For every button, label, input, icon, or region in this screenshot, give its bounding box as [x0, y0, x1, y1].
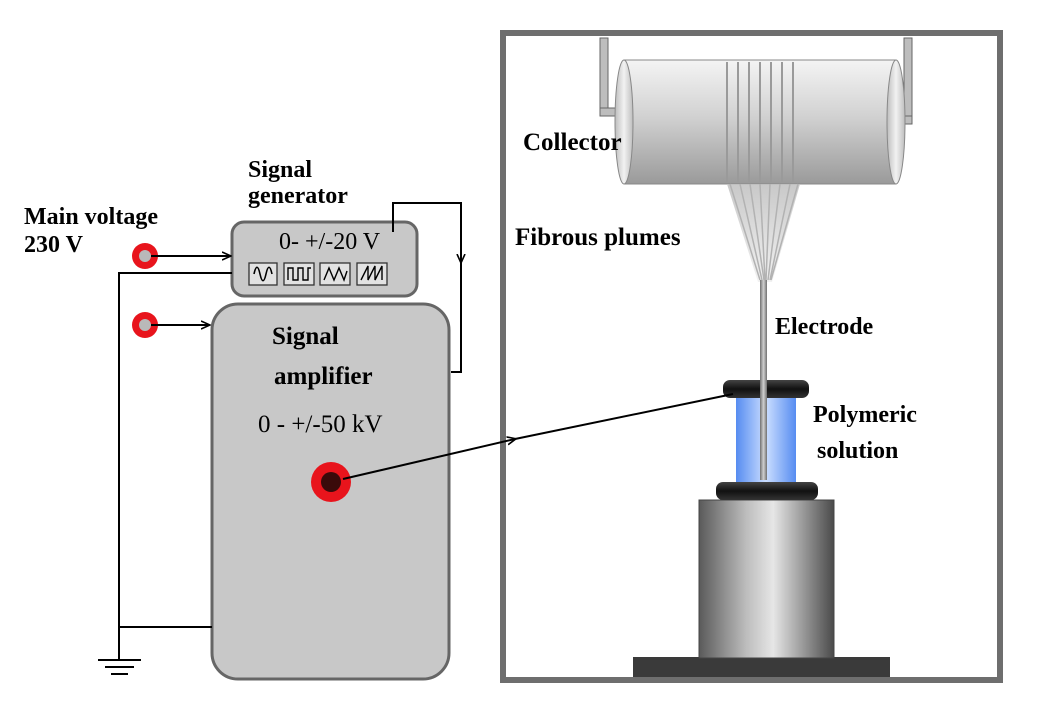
- ground-wire: [118, 272, 232, 628]
- high-voltage-output-terminal: [311, 462, 351, 502]
- triangle-wave-button[interactable]: [319, 262, 351, 286]
- high-voltage-wire: [342, 439, 515, 480]
- fibrous-plumes-label: Fibrous plumes: [515, 224, 681, 251]
- collector-drum: [614, 59, 906, 185]
- wiring: [98, 202, 734, 675]
- triangle-wave-icon: [323, 266, 348, 282]
- square-wave-button[interactable]: [283, 262, 315, 286]
- waveform-selector[interactable]: [248, 262, 388, 286]
- polymeric-solution-label-line1: Polymeric: [813, 402, 917, 428]
- electrode-label: Electrode: [775, 314, 874, 340]
- signal-generator-title-line1: Signal: [248, 157, 313, 183]
- electrode-rod: [760, 280, 767, 480]
- collector-label: Collector: [523, 129, 622, 156]
- high-voltage-to-electrode-wire: [514, 393, 734, 440]
- polymeric-solution-label-line2: solution: [817, 438, 899, 464]
- signal-amplifier-title-line1: Signal: [272, 323, 339, 350]
- main-voltage-value: 230 V: [24, 232, 83, 258]
- signal-generator-title-line2: generator: [248, 183, 348, 209]
- fibrous-plumes: [727, 183, 800, 282]
- solution-stand: [633, 499, 890, 677]
- amplifier-input-terminal: [132, 312, 158, 338]
- sawtooth-wave-button[interactable]: [356, 262, 388, 286]
- main-voltage-label: Main voltage: [24, 204, 158, 230]
- spinning-chamber: [500, 30, 1003, 683]
- main-voltage-terminal: [132, 243, 158, 269]
- generator-range-label: 0- +/-20 V: [279, 229, 381, 255]
- square-wave-icon: [287, 267, 311, 281]
- sine-wave-icon: [253, 266, 273, 282]
- sawtooth-wave-icon: [360, 265, 383, 281]
- signal-amplifier-title-line2: amplifier: [274, 363, 373, 390]
- amplifier-range-label: 0 - +/-50 kV: [258, 411, 383, 438]
- sine-wave-button[interactable]: [248, 262, 278, 286]
- generator-to-amplifier-wire: [392, 202, 462, 373]
- collector-fiber-band: [726, 62, 794, 182]
